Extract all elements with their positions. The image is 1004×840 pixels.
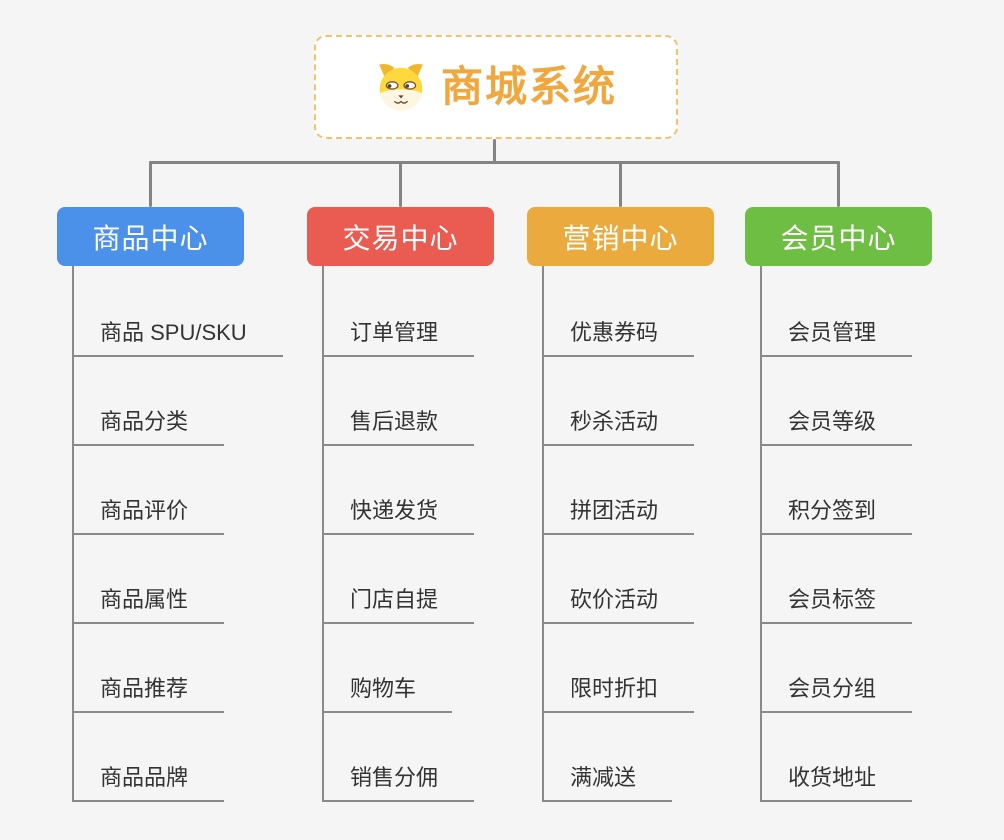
dog-face-icon	[375, 61, 427, 113]
branch-item[interactable]: 商品 SPU/SKU	[72, 320, 283, 357]
branch-header-label: 营销中心	[562, 222, 679, 254]
connector-drop-trade	[399, 161, 402, 207]
branch-item[interactable]: 商品属性	[72, 587, 225, 624]
branch-item[interactable]: 会员分组	[760, 676, 913, 713]
branch-item[interactable]: 商品品牌	[72, 765, 225, 802]
root-title: 商城系统	[440, 63, 617, 110]
branch-item[interactable]: 会员等级	[760, 409, 913, 446]
branch-item[interactable]: 销售分佣	[322, 765, 475, 802]
branch-item[interactable]: 快递发货	[322, 498, 475, 535]
branch-header-label: 商品中心	[92, 222, 209, 254]
branch-item[interactable]: 会员管理	[760, 320, 913, 357]
branch-item[interactable]: 购物车	[322, 676, 453, 713]
branch-item[interactable]: 商品推荐	[72, 676, 225, 713]
root-node[interactable]: 商城系统	[314, 35, 678, 139]
connector-trunk	[149, 161, 840, 164]
branch-item[interactable]: 秒杀活动	[542, 409, 695, 446]
branch-item[interactable]: 会员标签	[760, 587, 913, 624]
branch-item[interactable]: 积分签到	[760, 498, 913, 535]
branch-item[interactable]: 收货地址	[760, 765, 913, 802]
connector-drop-product	[149, 161, 152, 207]
branch-header-label: 交易中心	[342, 222, 459, 254]
branch-item[interactable]: 商品分类	[72, 409, 225, 446]
branch-header-product[interactable]: 商品中心	[57, 207, 244, 266]
branch-item[interactable]: 售后退款	[322, 409, 475, 446]
branch-item[interactable]: 限时折扣	[542, 676, 695, 713]
branch-header-trade[interactable]: 交易中心	[307, 207, 494, 266]
branch-header-label: 会员中心	[780, 222, 897, 254]
branch-item[interactable]: 优惠券码	[542, 320, 695, 357]
branch-header-marketing[interactable]: 营销中心	[527, 207, 714, 266]
branch-header-member[interactable]: 会员中心	[745, 207, 932, 266]
connector-drop-marketing	[619, 161, 622, 207]
branch-item[interactable]: 满减送	[542, 765, 673, 802]
branch-item[interactable]: 砍价活动	[542, 587, 695, 624]
branch-item[interactable]: 拼团活动	[542, 498, 695, 535]
branch-item[interactable]: 门店自提	[322, 587, 475, 624]
connector-root-drop	[493, 139, 496, 162]
connector-drop-member	[837, 161, 840, 207]
branch-item[interactable]: 商品评价	[72, 498, 225, 535]
branch-item[interactable]: 订单管理	[322, 320, 475, 357]
